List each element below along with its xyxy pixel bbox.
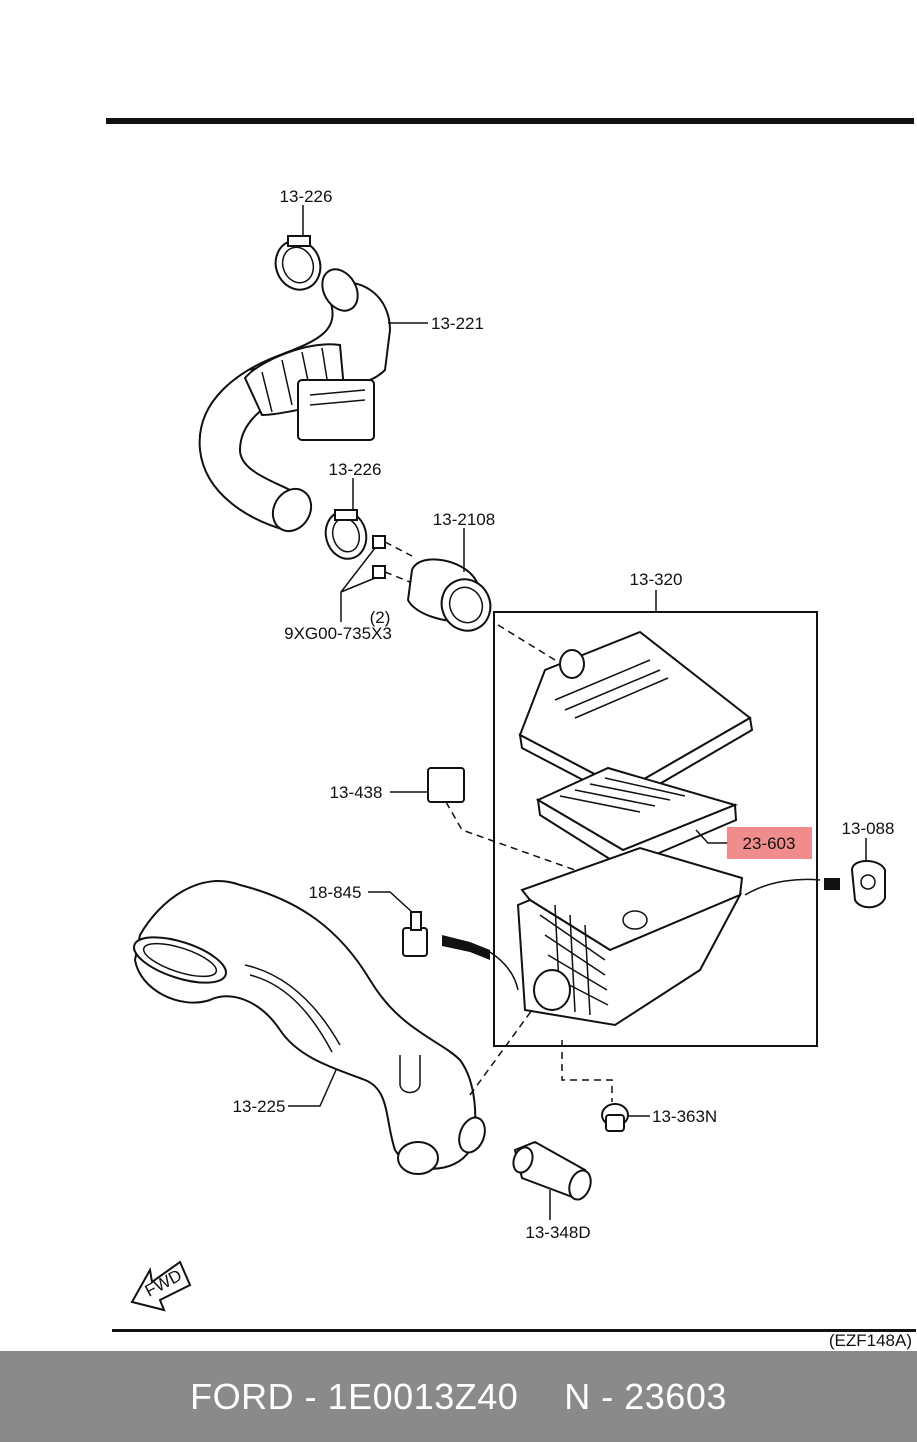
bottom-rule [112,1329,916,1332]
grommet [561,1040,629,1132]
callout-label: 13-438 [330,783,383,802]
air-intake-hose [198,268,392,533]
filler-block [427,767,576,871]
callout-label: 13-320 [630,570,683,589]
callout-label: 13-2108 [433,510,495,529]
callout-label: 13-088 [842,819,895,838]
forward-arrow-icon: FWD [130,1260,192,1312]
air-inlet-duct [133,880,533,1175]
part-number-footer: FORD - 1E0013Z40 N - 23603 [0,1351,917,1442]
callout-label: 18-845 [309,883,362,902]
callout-highlight [727,827,812,859]
reference-number: N - 23603 [564,1375,727,1417]
callout-label: (2) [370,608,391,627]
callout-label: 13-221 [431,314,484,333]
parts-diagram: 13-226 13-221 13-226 13-2108 (2) 9XG00-7… [106,118,916,1350]
brand-part-number: FORD - 1E0013Z40 [190,1375,519,1417]
diagram-code: (EZF148A) [829,1331,912,1350]
air-flow-sensor [406,558,492,632]
hose-clamp-upper [274,235,322,291]
air-cleaner-lower-case [516,846,744,1027]
callout-label: 13-226 [280,187,333,206]
resonator [512,1140,592,1201]
callout-label: 13-226 [329,460,382,479]
leader-lines [288,205,867,1220]
screws [340,535,413,622]
callout-label: 13-225 [233,1097,286,1116]
gasket [744,860,886,909]
callout-label: 13-363N [652,1107,717,1126]
top-rule [106,118,914,124]
callout-label: 13-348D [525,1223,590,1242]
hose-clamp-lower [324,509,368,560]
temperature-sensor [402,911,519,991]
callout-label: 9XG00-735X3 [284,624,392,643]
callout-label: 23-603 [743,834,796,853]
